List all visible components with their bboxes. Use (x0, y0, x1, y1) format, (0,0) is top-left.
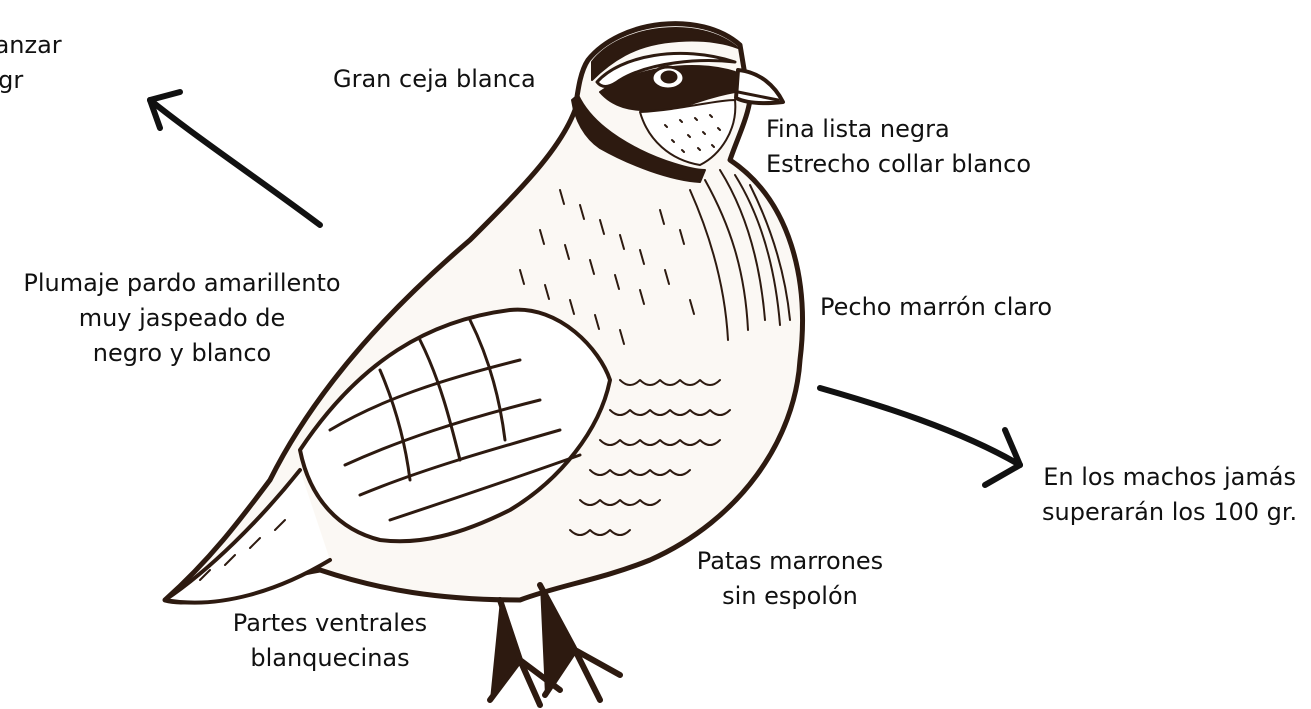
quail-belly-scales (569, 379, 731, 536)
quail-tail-marks (199, 519, 286, 581)
label-male-weight: En los machos jamás superarán los 100 gr… (1042, 460, 1297, 530)
quail-pupil (660, 70, 678, 84)
label-plumage-line-2: muy jaspeado de (78, 304, 286, 332)
label-underparts-line-1: Partes ventrales (232, 609, 428, 637)
label-plumage-line-3: negro y blanco (92, 339, 272, 367)
label-plumage-line-1: Plumaje pardo amarillento (23, 269, 341, 297)
quail-head-cap (591, 27, 739, 81)
label-male-weight-line-2: superarán los 100 gr. (1042, 498, 1298, 526)
label-stripe-line: Fina lista negra (766, 115, 950, 143)
label-underparts-line-2: blanquecinas (250, 644, 410, 672)
quail-illustration (162, 21, 805, 708)
arrow-to-female-weight (147, 89, 323, 228)
arrow-to-male-weight (817, 385, 1023, 488)
label-underparts: Partes ventrales blanquecinas (220, 606, 440, 676)
label-female-weight: alcanzar 05 gr (0, 28, 62, 98)
label-breast: Pecho marrón claro (820, 293, 1053, 321)
quail-wing-feathers (328, 318, 582, 522)
label-eyebrow: Gran ceja blanca (333, 65, 536, 93)
label-stripe-collar: Fina lista negra Estrecho collar blanco (766, 112, 1031, 182)
quail-wing (298, 307, 612, 544)
quail-tail (163, 468, 332, 605)
label-legs-line-1: Patas marrones (696, 547, 884, 575)
label-plumage: Plumaje pardo amarillento muy jaspeado d… (12, 266, 352, 371)
quail-back-marks (519, 189, 695, 345)
label-female-weight-line-1: alcanzar (0, 31, 62, 59)
label-legs-line-2: sin espolón (722, 582, 858, 610)
quail-collar (571, 94, 706, 183)
label-male-weight-line-1: En los machos jamás (1043, 463, 1296, 491)
quail-cheek-speckles (664, 114, 721, 153)
label-female-weight-line-2: 05 gr (0, 66, 24, 94)
label-legs: Patas marrones sin espolón (690, 544, 890, 614)
label-collar-line: Estrecho collar blanco (766, 150, 1032, 178)
quail-breast-stripes (689, 169, 791, 341)
quail-legs (487, 582, 623, 708)
